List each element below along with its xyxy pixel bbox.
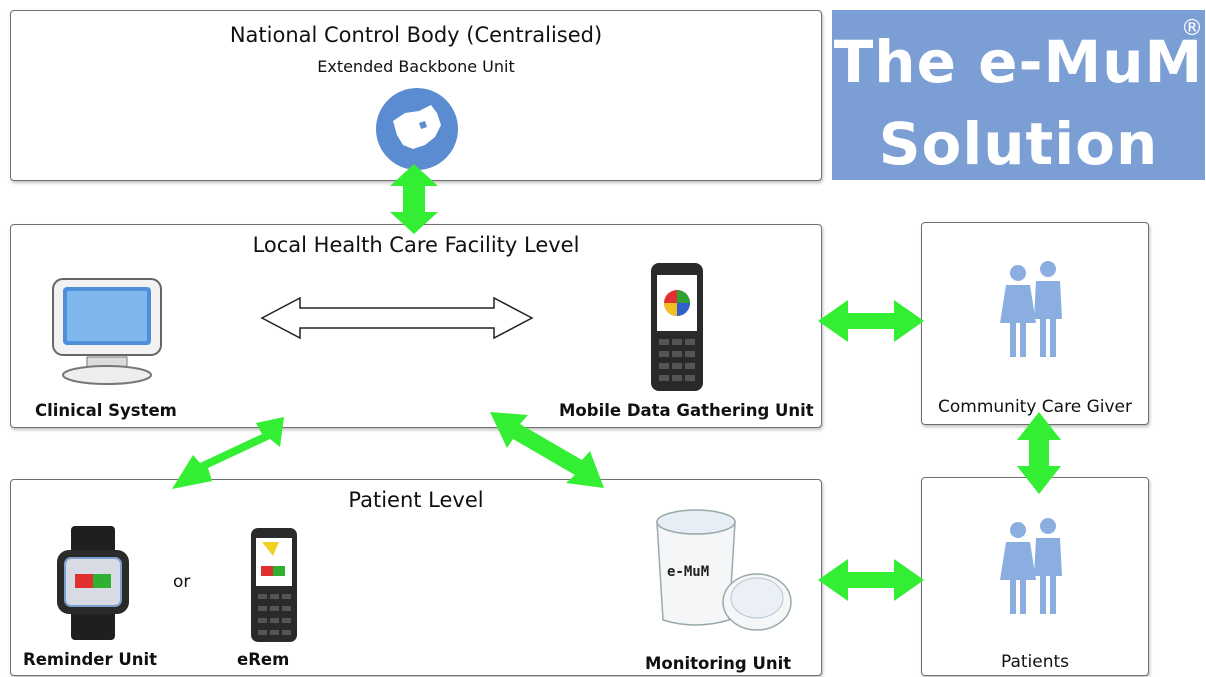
community-label: Community Care Giver <box>938 397 1132 417</box>
mobile-phone-icon <box>651 263 703 391</box>
mobile-phone-icon <box>251 528 297 642</box>
watch-icon <box>57 526 129 640</box>
monitoring-unit-label: Monitoring Unit <box>645 654 792 673</box>
or-text: or <box>173 572 191 592</box>
arrow-community-patients <box>1017 412 1061 494</box>
pill-cup-icon: e-MuM <box>656 509 792 631</box>
clinical-system-label: Clinical System <box>35 401 177 420</box>
brand-line2: Solution <box>878 110 1159 178</box>
arrow-local-community <box>818 300 924 342</box>
national-title: National Control Body (Centralised) <box>229 23 603 47</box>
people-icon <box>1000 261 1062 357</box>
national-control-box: National Control Body (Centralised) Exte… <box>10 10 822 181</box>
arrow-clinical-patient <box>172 417 284 489</box>
globe-icon <box>376 88 458 170</box>
local-title: Local Health Care Facility Level <box>252 233 580 257</box>
community-care-box: Community Care Giver <box>921 222 1149 425</box>
people-icon <box>1000 518 1062 614</box>
arrow-clinical-mobile <box>260 296 534 340</box>
reminder-unit-label: Reminder Unit <box>23 650 158 669</box>
erem-label: eRem <box>237 650 290 669</box>
patients-label: Patients <box>1000 652 1070 672</box>
computer-monitor-icon <box>52 278 162 385</box>
mobile-data-label: Mobile Data Gathering Unit <box>559 401 814 420</box>
cup-label: e-MuM <box>667 564 709 580</box>
patients-box: Patients <box>921 477 1149 676</box>
brand-banner: The e-MuM ® Solution <box>832 10 1205 180</box>
national-subtitle: Extended Backbone Unit <box>317 57 515 76</box>
arrow-national-local <box>390 164 438 234</box>
registered-mark: ® <box>1181 16 1203 41</box>
brand-line1: The e-MuM <box>833 28 1204 96</box>
arrow-mobile-monitoring <box>490 412 604 488</box>
patient-title: Patient Level <box>348 488 484 512</box>
arrow-monitoring-patients <box>818 559 924 601</box>
patient-level-box: Patient Level Reminder Unit or eRem e-Mu… <box>10 479 822 676</box>
